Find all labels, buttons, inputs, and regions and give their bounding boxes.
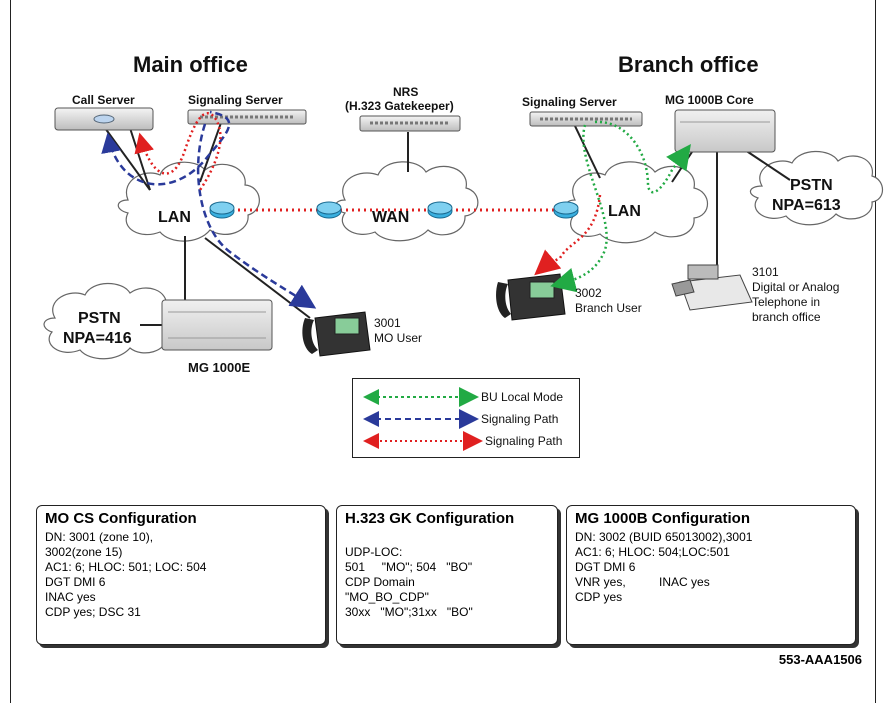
- call-server-label: Call Server: [72, 93, 135, 107]
- h323-gk-config-title: H.323 GK Configuration: [345, 510, 515, 527]
- mg1000b-config-line: AC1: 6; HLOC: 504;LOC:501: [575, 545, 730, 559]
- main-office-heading: Main office: [133, 52, 248, 77]
- green-local-paths: [550, 120, 691, 293]
- router-wan-left: [316, 201, 342, 219]
- branch-user-label: Branch User: [575, 301, 642, 315]
- mo-user-dn: 3001: [374, 316, 401, 330]
- mo-cs-config-line: INAC yes: [45, 590, 96, 604]
- h323-gk-config-box: H.323 GK Configuration UDP-LOC: 501 "MO"…: [336, 505, 558, 645]
- lan-branch-cloud: [565, 161, 709, 244]
- mo-user-label: MO User: [374, 331, 422, 345]
- mg1000e: [161, 299, 273, 351]
- pstn-main-npa: NPA=416: [63, 330, 132, 347]
- h323-gk-config-line: UDP-LOC:: [345, 545, 403, 559]
- nrs-label: NRS: [393, 85, 418, 99]
- router-main: [209, 201, 235, 219]
- pstn-branch-label: PSTN: [790, 177, 833, 194]
- mg1000b-core-label: MG 1000B Core: [665, 93, 754, 107]
- branch-user-phone: [496, 273, 566, 321]
- mo-user-phone: [302, 311, 371, 357]
- legend-signaling-path-blue: Signaling Path: [481, 412, 558, 426]
- mg1000b-config-line: DN: 3002 (BUID 65013002),3001: [575, 530, 753, 544]
- legend-lines: BU Local Mode Signaling Path Signaling P…: [363, 387, 563, 451]
- wan-label: WAN: [372, 209, 409, 226]
- mo-cs-config-line: DGT DMI 6: [45, 575, 106, 589]
- analog-phone-line2: Telephone in: [752, 295, 820, 309]
- router-wan-right: [427, 201, 453, 219]
- branch-user-dn: 3002: [575, 286, 602, 300]
- signaling-server-branch-label: Signaling Server: [522, 95, 617, 109]
- blue-signaling-paths: [101, 110, 317, 309]
- pstn-branch-npa: NPA=613: [772, 197, 841, 214]
- signaling-server-main: [187, 109, 307, 125]
- mo-cs-config-box: MO CS Configuration DN: 3001 (zone 10), …: [36, 505, 326, 645]
- figure-frame: [10, 0, 876, 703]
- mg1000b-config-line: DGT DMI 6: [575, 560, 636, 574]
- pstn-branch-cloud: [749, 150, 884, 226]
- figure-id: 553-AAA1506: [778, 652, 862, 667]
- lan-main-cloud: [117, 161, 260, 242]
- call-server: [54, 107, 154, 131]
- mo-cs-config-line: CDP yes; DSC 31: [45, 605, 141, 619]
- h323-gk-config-line: 30xx "MO";31xx "BO": [345, 605, 473, 619]
- mg1000e-label: MG 1000E: [188, 360, 250, 375]
- h323-gk-config-line: 501 "MO"; 504 "BO": [345, 560, 473, 574]
- mg1000b-config-title: MG 1000B Configuration: [575, 510, 751, 527]
- analog-phone-line1: Digital or Analog: [752, 280, 839, 294]
- mg1000b-config-line: CDP yes: [575, 590, 623, 604]
- analog-phone-dn: 3101: [752, 265, 779, 279]
- nrs-gatekeeper-label: (H.323 Gatekeeper): [345, 99, 454, 113]
- mo-cs-config-title: MO CS Configuration: [45, 510, 197, 527]
- h323-gk-config-line: CDP Domain: [345, 575, 415, 589]
- signaling-server-main-label: Signaling Server: [188, 93, 283, 107]
- branch-office-heading: Branch office: [618, 52, 759, 77]
- signaling-server-branch: [529, 111, 643, 127]
- mo-cs-config-line: AC1: 6; HLOC: 501; LOC: 504: [45, 560, 207, 574]
- mg1000b-core: [674, 109, 776, 153]
- nrs-server: [359, 115, 461, 132]
- mo-cs-config-line: DN: 3001 (zone 10),: [45, 530, 154, 544]
- lan-branch-label: LAN: [608, 203, 641, 220]
- mg1000b-config-box: MG 1000B Configuration DN: 3002 (BUID 65…: [566, 505, 856, 645]
- mg1000b-config-line: VNR yes, INAC yes: [575, 575, 710, 589]
- lan-main-label: LAN: [158, 209, 191, 226]
- h323-gk-config-line: "MO_BO_CDP": [345, 590, 429, 604]
- red-signaling-paths: [134, 112, 602, 276]
- router-branch: [553, 201, 579, 219]
- analog-phone-line3: branch office: [752, 310, 821, 324]
- mo-cs-config-line: 3002(zone 15): [45, 545, 123, 559]
- h323-gk-config-line: [345, 530, 549, 545]
- legend-signaling-path-red: Signaling Path: [485, 434, 562, 448]
- legend: BU Local Mode Signaling Path Signaling P…: [352, 378, 580, 458]
- legend-bu-local-mode: BU Local Mode: [481, 390, 563, 404]
- analog-phone: [671, 264, 753, 311]
- wan-cloud: [335, 161, 479, 242]
- pstn-main-label: PSTN: [78, 310, 121, 327]
